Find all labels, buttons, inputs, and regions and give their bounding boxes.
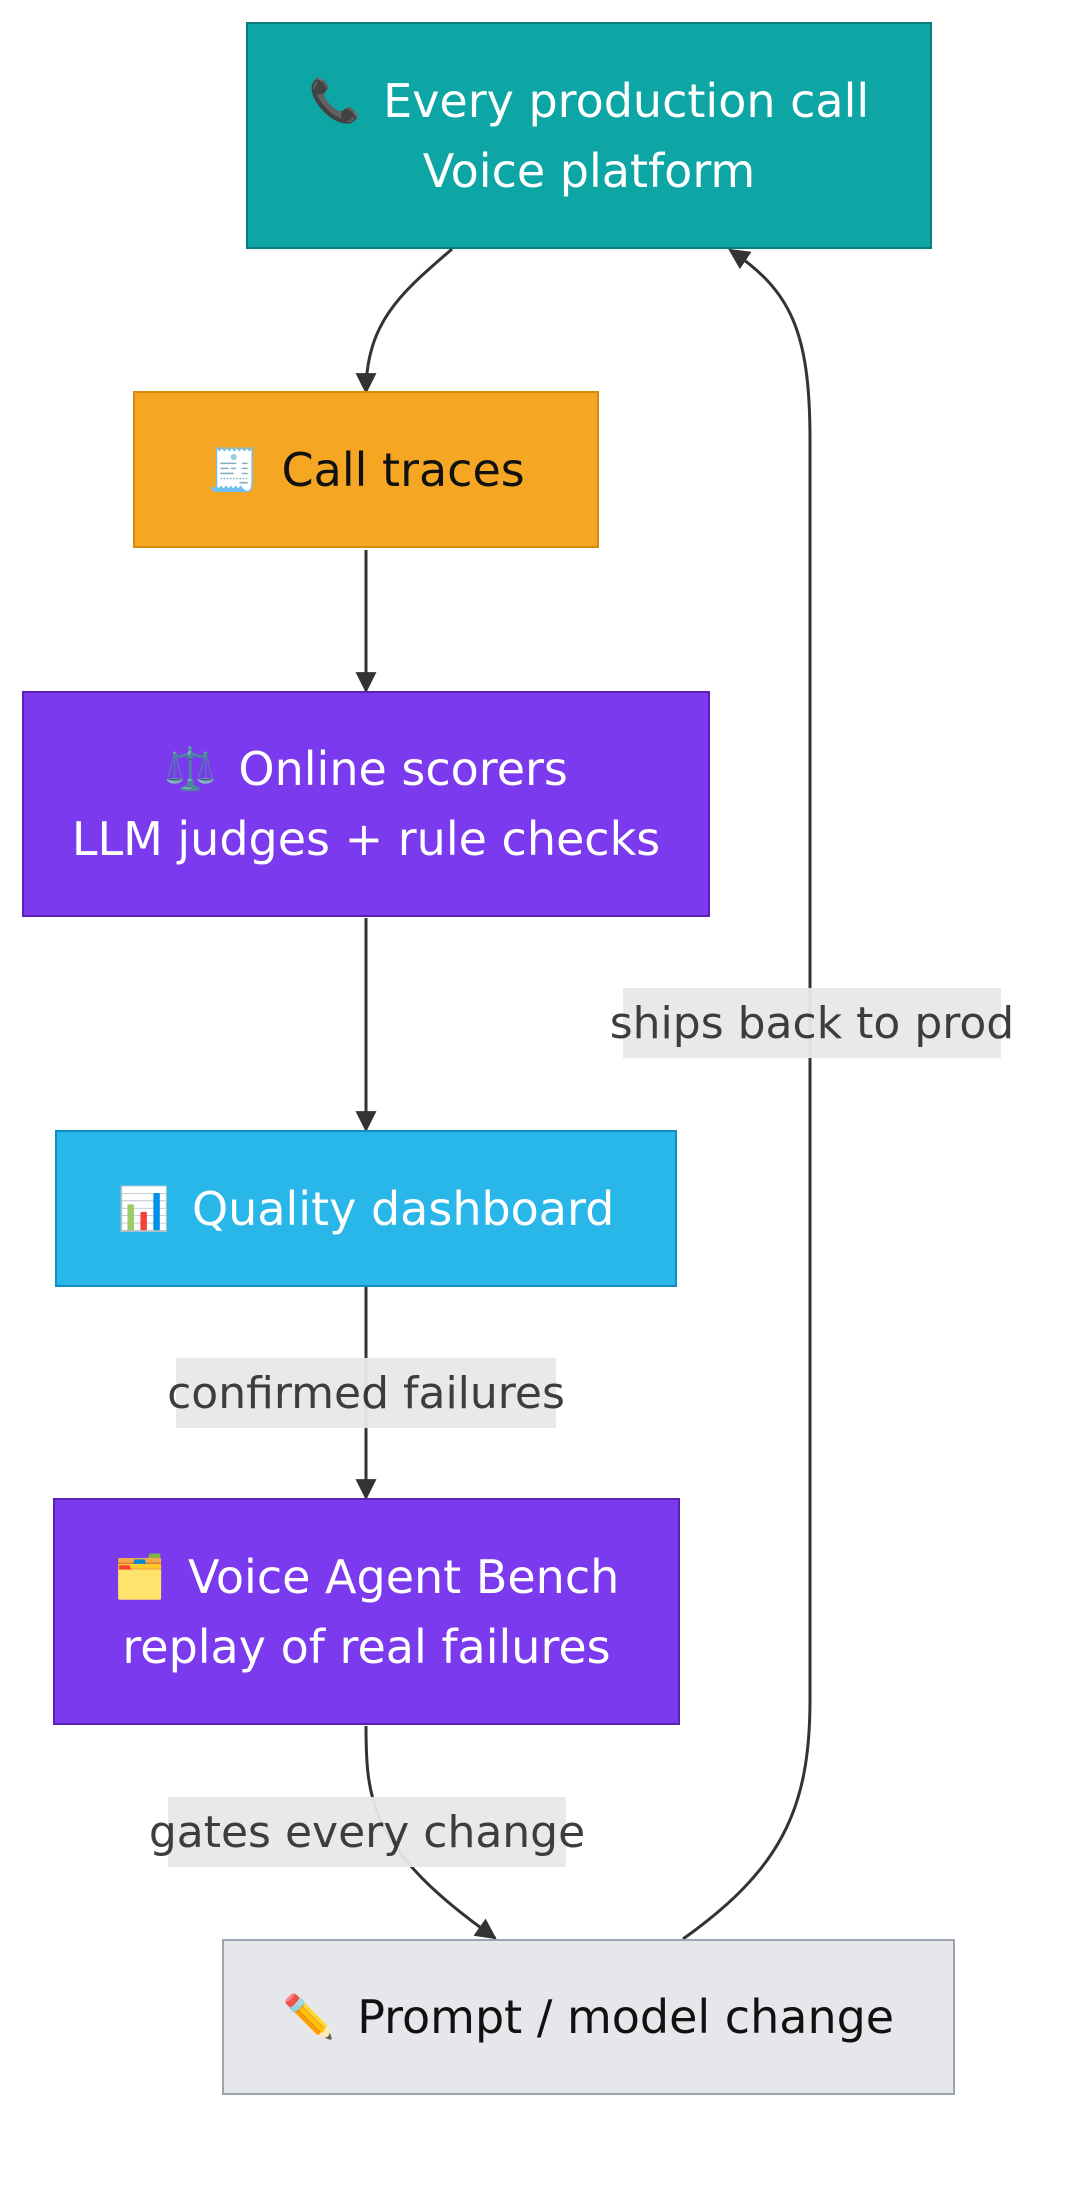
node-call-traces: 🧾 Call traces <box>133 391 599 548</box>
edge-change-to-production <box>682 248 812 1941</box>
node-voice-agent-bench: 🗂️ Voice Agent Bench replay of real fail… <box>53 1498 680 1725</box>
pencil-icon: ✏️ <box>282 1992 336 2041</box>
receipt-icon: 🧾 <box>207 444 260 494</box>
node-production-title: Every production call <box>383 73 870 128</box>
edge-label-gates-every-change: gates every change <box>149 1797 585 1867</box>
node-scorers-subtitle: LLM judges + rule checks <box>71 812 661 866</box>
node-traces-title: Call traces <box>281 442 525 497</box>
edge-production-to-traces <box>355 247 453 395</box>
node-dashboard-title: Quality dashboard <box>191 1181 615 1236</box>
bar-chart-icon: 📊 <box>117 1183 170 1233</box>
node-prompt-model-change: ✏️ Prompt / model change <box>222 1939 955 2095</box>
edge-label-ships-back-to-prod: ships back to prod <box>610 988 1014 1058</box>
node-every-production-call: 📞 Every production call Voice platform <box>246 22 932 249</box>
node-quality-dashboard: 📊 Quality dashboard <box>55 1130 677 1287</box>
node-production-subtitle: Voice platform <box>422 143 756 198</box>
edge-label-confirmed-failures: confirmed failures <box>167 1358 565 1428</box>
node-bench-title: Voice Agent Bench <box>188 1549 620 1604</box>
node-change-title: Prompt / model change <box>357 1990 895 2044</box>
card-index-dividers-icon: 🗂️ <box>113 1551 166 1601</box>
scales-icon: ⚖️ <box>164 744 217 793</box>
node-scorers-title: Online scorers <box>238 742 568 796</box>
phone-icon: 📞 <box>308 75 362 125</box>
node-bench-subtitle: replay of real failures <box>122 1619 611 1674</box>
node-online-scorers: ⚖️ Online scorers LLM judges + rule chec… <box>22 691 710 917</box>
